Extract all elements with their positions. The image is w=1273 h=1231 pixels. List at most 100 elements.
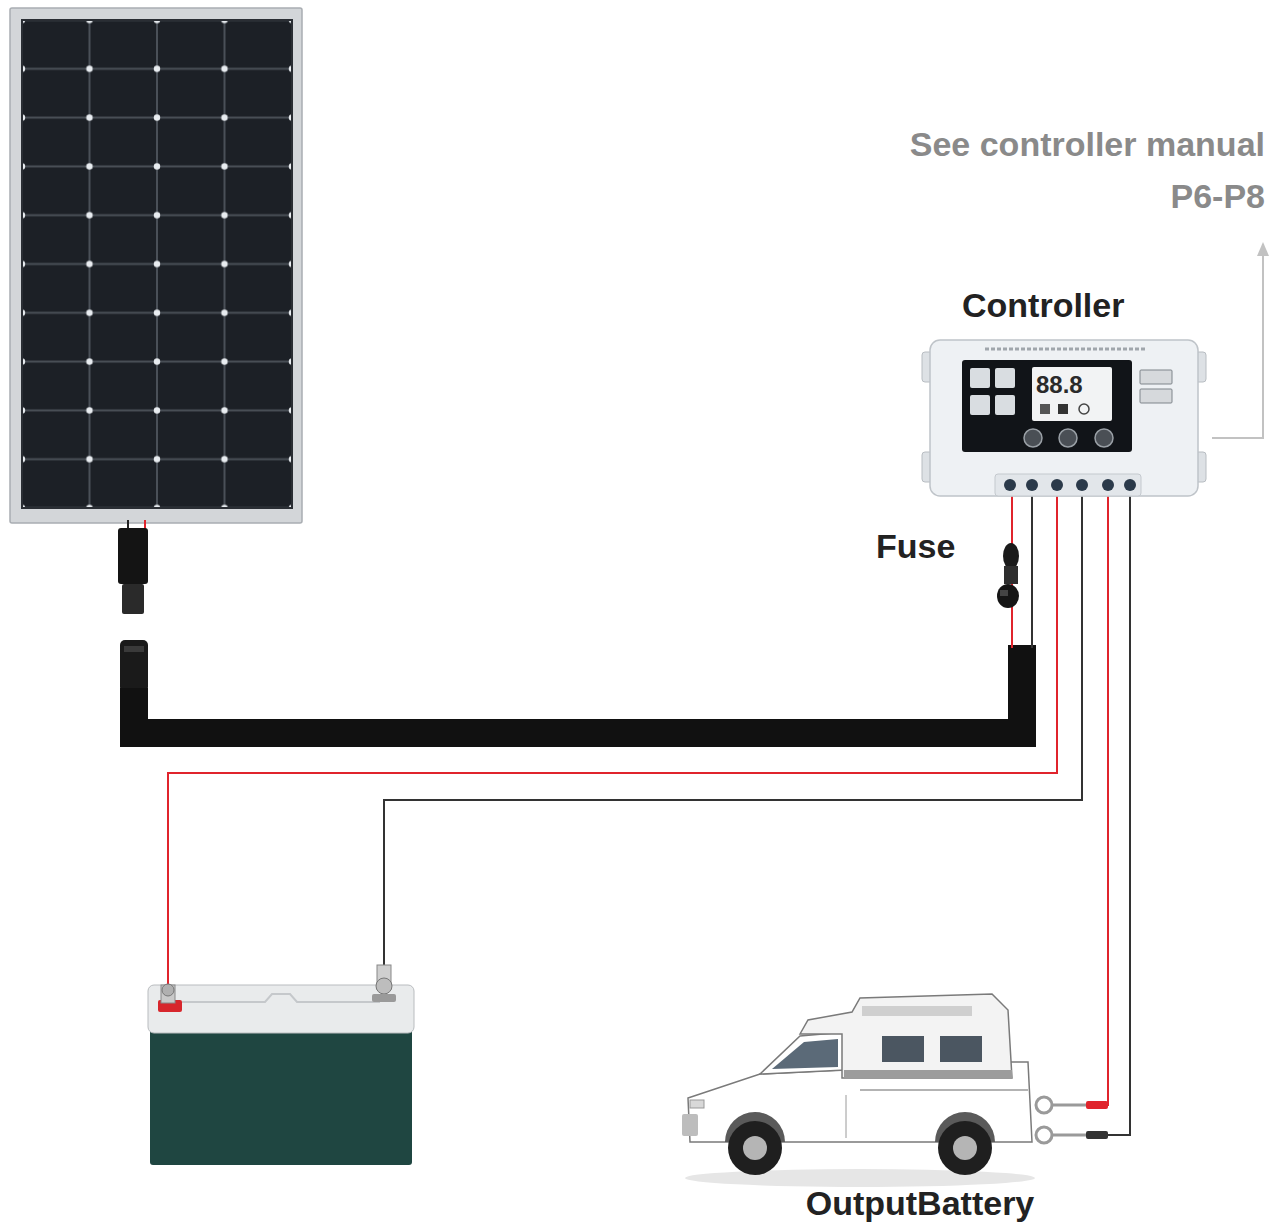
camper-truck-part (800, 994, 1012, 1078)
charge-controller-part (1059, 429, 1077, 447)
fuse-symbol-part (1000, 590, 1008, 596)
camper-truck (682, 994, 1035, 1187)
charge-controller-part (995, 395, 1015, 415)
charge-controller-part (1076, 479, 1088, 491)
output-battery-box: OutputBattery (680, 985, 1055, 1230)
leader-arrow-part (1257, 242, 1269, 256)
charge-controller-part (1040, 404, 1050, 414)
battery-part (376, 978, 392, 994)
battery-part (372, 994, 396, 1002)
panel-connector-part (118, 528, 148, 584)
battery-part (150, 1030, 412, 1165)
camper-truck-part (725, 1112, 785, 1142)
battery (148, 965, 414, 1165)
battery-part (148, 985, 414, 1033)
solar-panel (10, 8, 302, 523)
charge-controller-part (985, 348, 1145, 351)
charge-controller-part (1004, 479, 1016, 491)
camper-truck-part (760, 1032, 846, 1074)
ring-terminal-part (1036, 1127, 1052, 1143)
camper-truck-part (938, 1121, 992, 1175)
charge-controller-part (1058, 404, 1068, 414)
manual-note: See controller manual P6-P8 (865, 118, 1265, 222)
fuse-symbol-part (1004, 566, 1018, 584)
charge-controller (922, 340, 1206, 496)
camper-truck-part (862, 1006, 972, 1016)
solar-panel-part (22, 20, 292, 508)
charge-controller-part (922, 452, 936, 482)
battery-wire-part (168, 492, 1057, 994)
panel-wire-part (1011, 492, 1013, 648)
charge-controller-part (1192, 452, 1206, 482)
camper-truck-part (844, 1070, 1012, 1078)
battery-part (161, 985, 175, 1003)
ring-terminal-part (1086, 1131, 1108, 1139)
battery-part (182, 994, 380, 1002)
camper-truck-part (728, 1121, 782, 1175)
wire-connector (1055, 489, 1130, 1135)
battery-part (158, 1000, 182, 1012)
panel-connector-part (122, 584, 144, 614)
panel-wire-part (1031, 492, 1033, 648)
charge-controller-part (1140, 389, 1172, 403)
panel-connector-part (120, 640, 148, 692)
charge-controller-part (970, 368, 990, 388)
ring-terminal-part (1052, 1104, 1088, 1107)
charge-controller-part (995, 368, 1015, 388)
camper-truck-part (953, 1136, 977, 1160)
charge-controller-part (1102, 479, 1114, 491)
charge-controller-part (1079, 404, 1089, 414)
camper-truck-part (846, 1095, 847, 1138)
charge-controller-part (930, 340, 1198, 496)
node-heading: OutputBattery (785, 1183, 1055, 1223)
charge-controller-part (1124, 479, 1136, 491)
wire-connector (1055, 489, 1108, 1105)
leader-arrow (1212, 242, 1269, 438)
node-heading: Controller (962, 285, 1192, 325)
leader-arrow-part (1212, 254, 1263, 438)
ring-terminal (1036, 1097, 1108, 1143)
ring-terminal-part (1086, 1101, 1108, 1109)
camper-truck-part (690, 1100, 704, 1108)
ring-terminal-part (1052, 1134, 1088, 1137)
camper-truck-part (743, 1136, 767, 1160)
battery-part (377, 965, 391, 989)
charge-controller-part (922, 352, 936, 382)
camper-truck-part (935, 1112, 995, 1142)
charge-controller-part (1026, 479, 1038, 491)
panel-connector-part (127, 520, 129, 530)
camper-truck-part (882, 1036, 924, 1062)
charge-controller-part (1032, 367, 1112, 421)
fuse-symbol-part (1003, 543, 1019, 569)
battery-wire-part (384, 492, 1082, 966)
panel-connector-part (144, 520, 146, 530)
charge-controller-part (1192, 352, 1206, 382)
solar-panel-part (10, 8, 302, 523)
panel-cable (134, 645, 1022, 733)
panel-cable-part (134, 645, 1022, 733)
panel-connector-part (124, 646, 144, 652)
charge-controller-part (1140, 370, 1172, 384)
charge-controller-part (1051, 479, 1063, 491)
lcd-readout: 88.8 (1036, 370, 1096, 400)
charge-controller-part (1095, 429, 1113, 447)
charge-controller-part (1024, 429, 1042, 447)
solar-panel-part (22, 20, 292, 508)
fuse-label: Fuse (876, 526, 976, 566)
camper-truck-part (682, 1114, 698, 1136)
fuse-symbol (997, 543, 1019, 608)
camper-truck-part (688, 1062, 1032, 1142)
battery-part (162, 984, 174, 996)
charge-controller-part (970, 395, 990, 415)
panel-wire (1012, 492, 1032, 648)
fuse-symbol-part (997, 584, 1019, 608)
camper-truck-part (860, 1089, 1028, 1091)
camper-truck-part (772, 1039, 838, 1069)
charge-controller-part (962, 360, 1132, 452)
charge-controller-part (995, 474, 1141, 496)
ring-terminal-part (1036, 1097, 1052, 1113)
panel-connector (118, 520, 148, 692)
